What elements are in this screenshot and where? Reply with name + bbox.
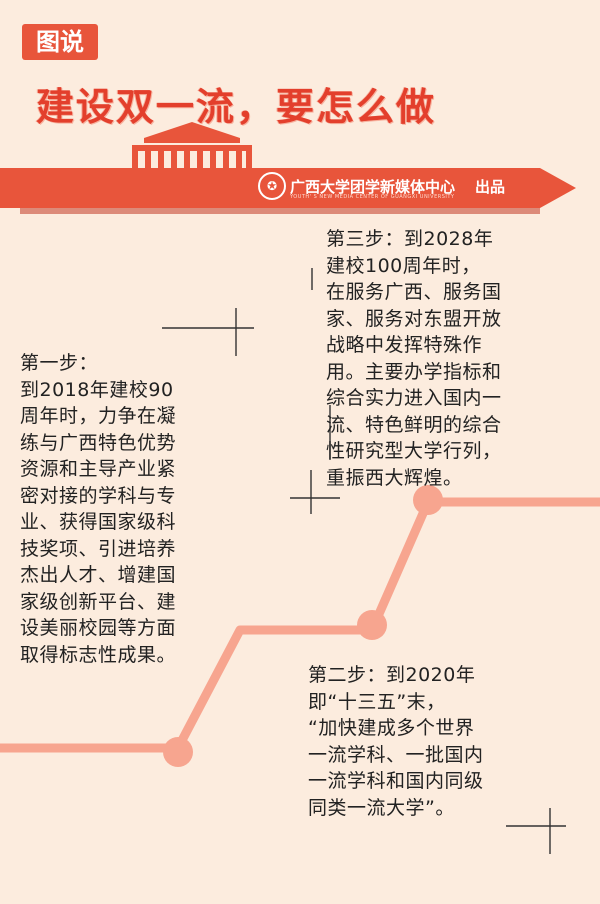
step-1-text: 第一步： 到2018年建校90 周年时，力争在凝 练与广西特色优势 资源和主导产… <box>20 352 177 666</box>
milestone-dot-2 <box>357 610 387 640</box>
step-3-text: 第三步：到2028年 建校100周年时， 在服务广西、服务国 家、服务对东盟开放… <box>326 228 502 489</box>
milestone-dot-3 <box>413 485 443 515</box>
page-title: 建设双一流，要怎么做 <box>36 85 437 129</box>
banner-title: 广西大学团学新媒体中心 <box>290 178 456 196</box>
banner-shadow <box>20 208 540 214</box>
banner-fold <box>540 168 576 208</box>
circle-emblem-icon: ✪ <box>258 172 286 200</box>
step-2-text: 第二步：到2020年 即“十三五”末， “加快建成多个世界 一流学科、一批国内 … <box>308 664 484 819</box>
milestone-dot-1 <box>163 737 193 767</box>
banner-subtitle: YOUTH' S NEW MEDIA CENTER OF GUANGXI UNI… <box>290 194 455 200</box>
banner-suffix: 出品 <box>475 178 506 196</box>
category-tag: 图说 <box>22 24 98 60</box>
